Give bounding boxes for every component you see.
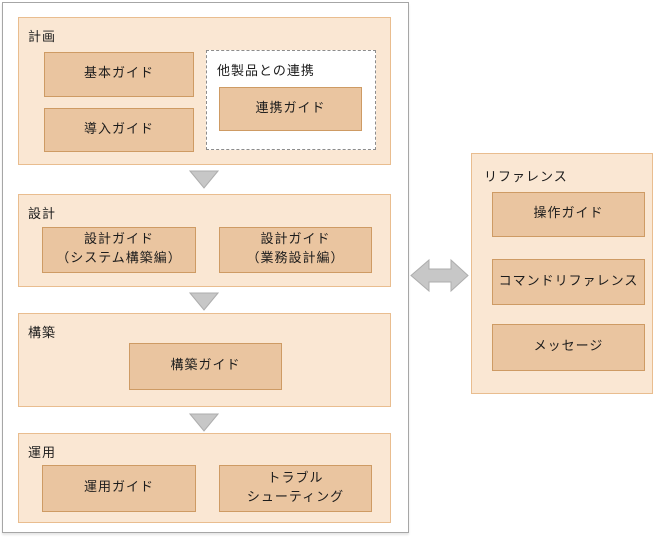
guide-box-linkage: 連携ガイド [219,87,362,131]
guide-box-troubleshooting: トラブル シューティング [219,465,372,512]
guide-box-build: 構築ガイド [129,343,282,390]
guide-box-command-reference: コマンドリファレンス [492,259,645,305]
guide-box-install: 導入ガイド [44,108,194,152]
guide-box-design-system: 設計ガイド （システム構築編） [42,227,196,273]
reference-panel-label: リファレンス [484,170,568,185]
double-arrow-icon [410,258,469,293]
guide-box-messages: メッセージ [492,324,645,371]
section-plan: 計画 基本ガイド 導入ガイド 他製品との連携 連携ガイド [18,17,391,165]
other-products-group: 他製品との連携 連携ガイド [206,50,376,150]
down-arrow-icon [189,292,219,311]
section-operate-label: 運用 [28,446,57,461]
guide-box-design-business: 設計ガイド （業務設計編） [219,227,372,273]
section-plan-label: 計画 [28,30,57,45]
down-arrow-icon [189,413,219,432]
guide-box-basic: 基本ガイド [44,52,194,97]
lifecycle-frame: 計画 基本ガイド 導入ガイド 他製品との連携 連携ガイド 設計 設計ガイド （シ… [2,2,409,533]
down-arrow-icon [189,170,219,189]
section-design: 設計 設計ガイド （システム構築編） 設計ガイド （業務設計編） [18,194,391,287]
reference-panel: リファレンス 操作ガイド コマンドリファレンス メッセージ [471,153,653,394]
section-design-label: 設計 [28,207,57,222]
guide-box-operation: 運用ガイド [42,465,196,512]
guide-box-operation-guide: 操作ガイド [492,192,645,237]
section-build-label: 構築 [28,326,57,341]
other-products-group-label: 他製品との連携 [217,64,315,79]
section-build: 構築 構築ガイド [18,313,391,407]
section-operate: 運用 運用ガイド トラブル シューティング [18,433,391,523]
